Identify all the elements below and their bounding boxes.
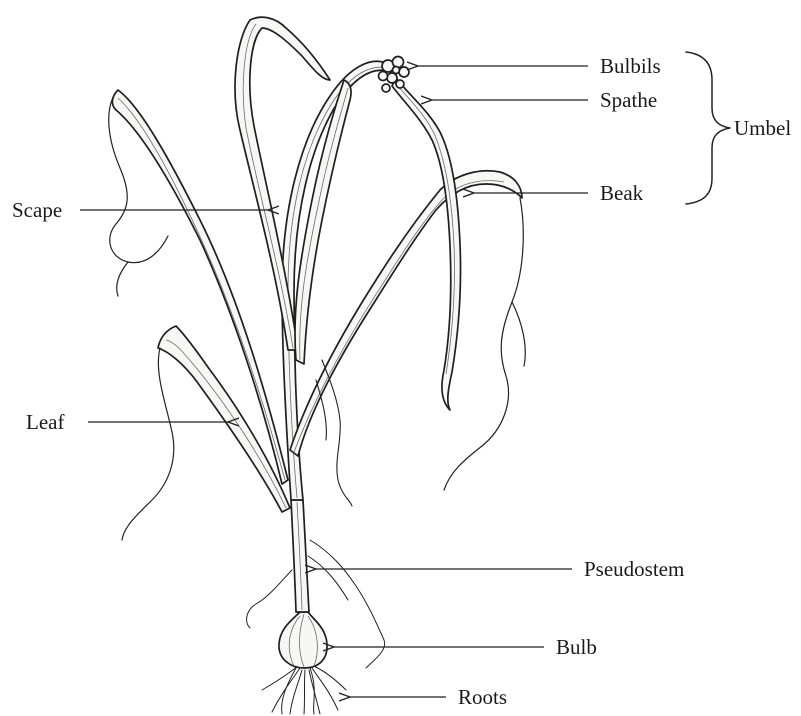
umbel-brace — [686, 52, 730, 204]
label-bulbils: Bulbils — [600, 54, 661, 78]
label-bulb: Bulb — [556, 635, 597, 659]
label-scape: Scape — [12, 198, 62, 222]
roots — [262, 666, 346, 714]
labels: Bulbils Spathe Umbel Scape Beak Leaf Pse… — [12, 54, 791, 709]
label-umbel: Umbel — [734, 116, 791, 140]
label-leaf: Leaf — [26, 410, 64, 434]
leaf-far-left — [112, 90, 288, 484]
label-beak: Beak — [600, 181, 644, 205]
bulb — [279, 612, 327, 668]
plant-illustration — [109, 17, 525, 714]
label-spathe: Spathe — [600, 88, 657, 112]
label-roots: Roots — [458, 685, 507, 709]
label-pseudostem: Pseudostem — [584, 557, 684, 581]
